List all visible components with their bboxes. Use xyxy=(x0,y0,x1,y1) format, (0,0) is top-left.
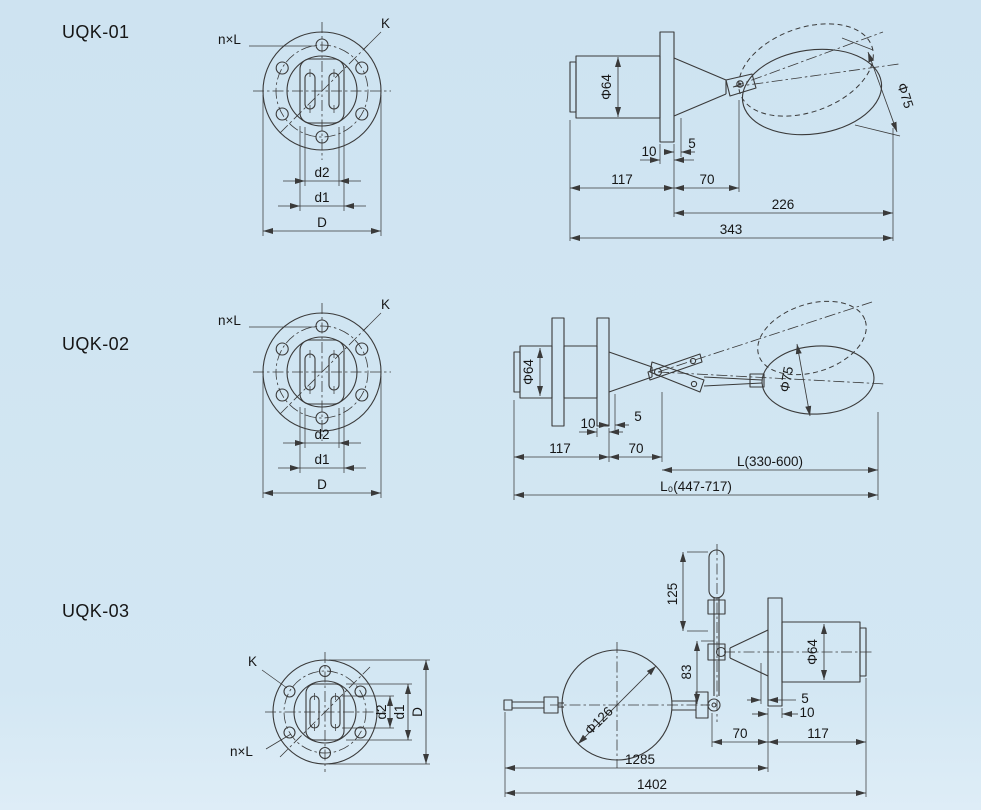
pull-rod xyxy=(503,696,564,714)
k-leader xyxy=(261,669,288,689)
uqk03-side-view: Φ126 Φ64 xyxy=(503,544,872,797)
dim-5: 5 xyxy=(634,409,642,424)
body-end-cap xyxy=(569,61,577,113)
phi75-label: Φ75 xyxy=(777,365,796,393)
slot-ticks xyxy=(314,693,336,731)
centerlines xyxy=(265,652,385,772)
float-axes xyxy=(732,31,900,88)
phi75-dimension: Φ75 xyxy=(777,343,812,417)
nxl-label: n×L xyxy=(218,313,241,328)
uqk01-flange-view: n×L K d2 d1 D xyxy=(218,16,391,236)
phi75-dimension: Φ75 xyxy=(841,37,916,137)
phi126-label: Φ126 xyxy=(582,704,616,738)
dim-D: D xyxy=(317,215,327,230)
cone xyxy=(608,351,653,393)
cone xyxy=(673,57,727,117)
float-ball xyxy=(761,345,875,415)
float-axes xyxy=(657,301,887,385)
k-leader xyxy=(363,312,382,331)
centerlines xyxy=(253,22,391,160)
uqk02-flange-view: n×L K d2 d1 D xyxy=(218,297,391,498)
dim-117: 117 xyxy=(549,441,571,456)
dim-5: 5 xyxy=(688,136,696,151)
dim-83: 83 xyxy=(679,664,694,679)
bolt-holes xyxy=(275,319,369,425)
k-leader xyxy=(363,31,382,50)
phi64-label: Φ64 xyxy=(521,359,536,385)
flange-dimensions: d2 d1 D xyxy=(329,659,430,765)
float-alt-position xyxy=(757,300,867,376)
mounting-flange-plate xyxy=(596,317,610,427)
uqk01-side-view: Φ64 Φ75 xyxy=(569,23,916,241)
dim-343: 343 xyxy=(720,222,743,237)
nxl-label: n×L xyxy=(218,32,241,47)
dim-117: 117 xyxy=(807,726,829,741)
bracket-plate xyxy=(551,317,565,427)
uqk03-section: UQK-03 xyxy=(62,544,872,797)
centerlines xyxy=(253,303,391,441)
uqk03-flange-view: K n×L d2 d1 D xyxy=(230,652,430,772)
k-label: K xyxy=(381,297,390,312)
dim-125: 125 xyxy=(665,583,680,606)
dim-226: 226 xyxy=(772,197,795,212)
uqk02-section: UQK-02 xyxy=(62,297,887,500)
dim-D: D xyxy=(410,707,425,717)
phi75-label: Φ75 xyxy=(894,81,916,110)
dim-70: 70 xyxy=(732,726,747,741)
ball-linkage xyxy=(672,691,721,719)
body-end-cap xyxy=(859,627,867,677)
mounting-flange-plate xyxy=(659,31,675,143)
float-ball xyxy=(741,48,883,136)
dim-10: 10 xyxy=(799,705,814,720)
body-neck xyxy=(563,345,598,399)
k-label: K xyxy=(248,654,257,669)
dim-117: 117 xyxy=(611,172,633,187)
dim-d1: d1 xyxy=(392,704,407,719)
slot-ticks xyxy=(309,69,335,113)
body-end-cap xyxy=(513,351,521,393)
dim-d1: d1 xyxy=(314,452,329,467)
phi64-label: Φ64 xyxy=(599,74,614,100)
pivot-hinge xyxy=(725,73,757,97)
dim-L0: L₀(447-717) xyxy=(660,479,732,494)
dim-1402: 1402 xyxy=(637,777,667,792)
switch-body-front xyxy=(299,58,345,124)
dim-L: L(330-600) xyxy=(737,454,803,469)
section-title-uqk02: UQK-02 xyxy=(62,334,129,354)
section-title-uqk03: UQK-03 xyxy=(62,601,129,621)
k-label: K xyxy=(381,16,390,31)
bolt-holes xyxy=(283,664,367,760)
dim-d2: d2 xyxy=(314,427,329,442)
nxl-label: n×L xyxy=(230,744,253,759)
switch-body-front xyxy=(299,339,345,405)
uqk02-side-view: Φ64 xyxy=(513,300,887,500)
cone xyxy=(729,629,769,677)
dim-d1: d1 xyxy=(314,190,329,205)
side-dimensions: 125 83 5 10 70 117 1285 1402 xyxy=(504,551,867,797)
switch-body-front xyxy=(305,683,345,741)
dim-D: D xyxy=(317,477,327,492)
dim-1285: 1285 xyxy=(625,752,655,767)
float-alt-position xyxy=(738,23,874,117)
dim-70: 70 xyxy=(628,441,643,456)
phi64-label: Φ64 xyxy=(805,639,820,665)
dim-10: 10 xyxy=(580,416,595,431)
flange-dimensions: d2 d1 D xyxy=(262,376,382,498)
dim-10: 10 xyxy=(641,144,656,159)
nxl-leader xyxy=(265,733,292,750)
dim-d2: d2 xyxy=(374,704,389,719)
dim-d2: d2 xyxy=(314,165,329,180)
connecting-rod xyxy=(703,373,765,388)
side-dimensions: 10 5 117 70 L(330-600) L₀(447-717) xyxy=(513,392,879,500)
section-title-uqk01: UQK-01 xyxy=(62,22,129,42)
side-dimensions: 10 5 117 70 226 343 xyxy=(569,100,894,241)
flange-dimensions: d2 d1 D xyxy=(262,95,382,236)
dim-70: 70 xyxy=(699,172,714,187)
bolt-holes xyxy=(275,38,369,144)
ball-centerlines xyxy=(550,642,710,768)
uqk01-section: UQK-01 xyxy=(62,16,916,241)
slot-ticks xyxy=(309,350,335,394)
dim-5: 5 xyxy=(801,691,809,706)
